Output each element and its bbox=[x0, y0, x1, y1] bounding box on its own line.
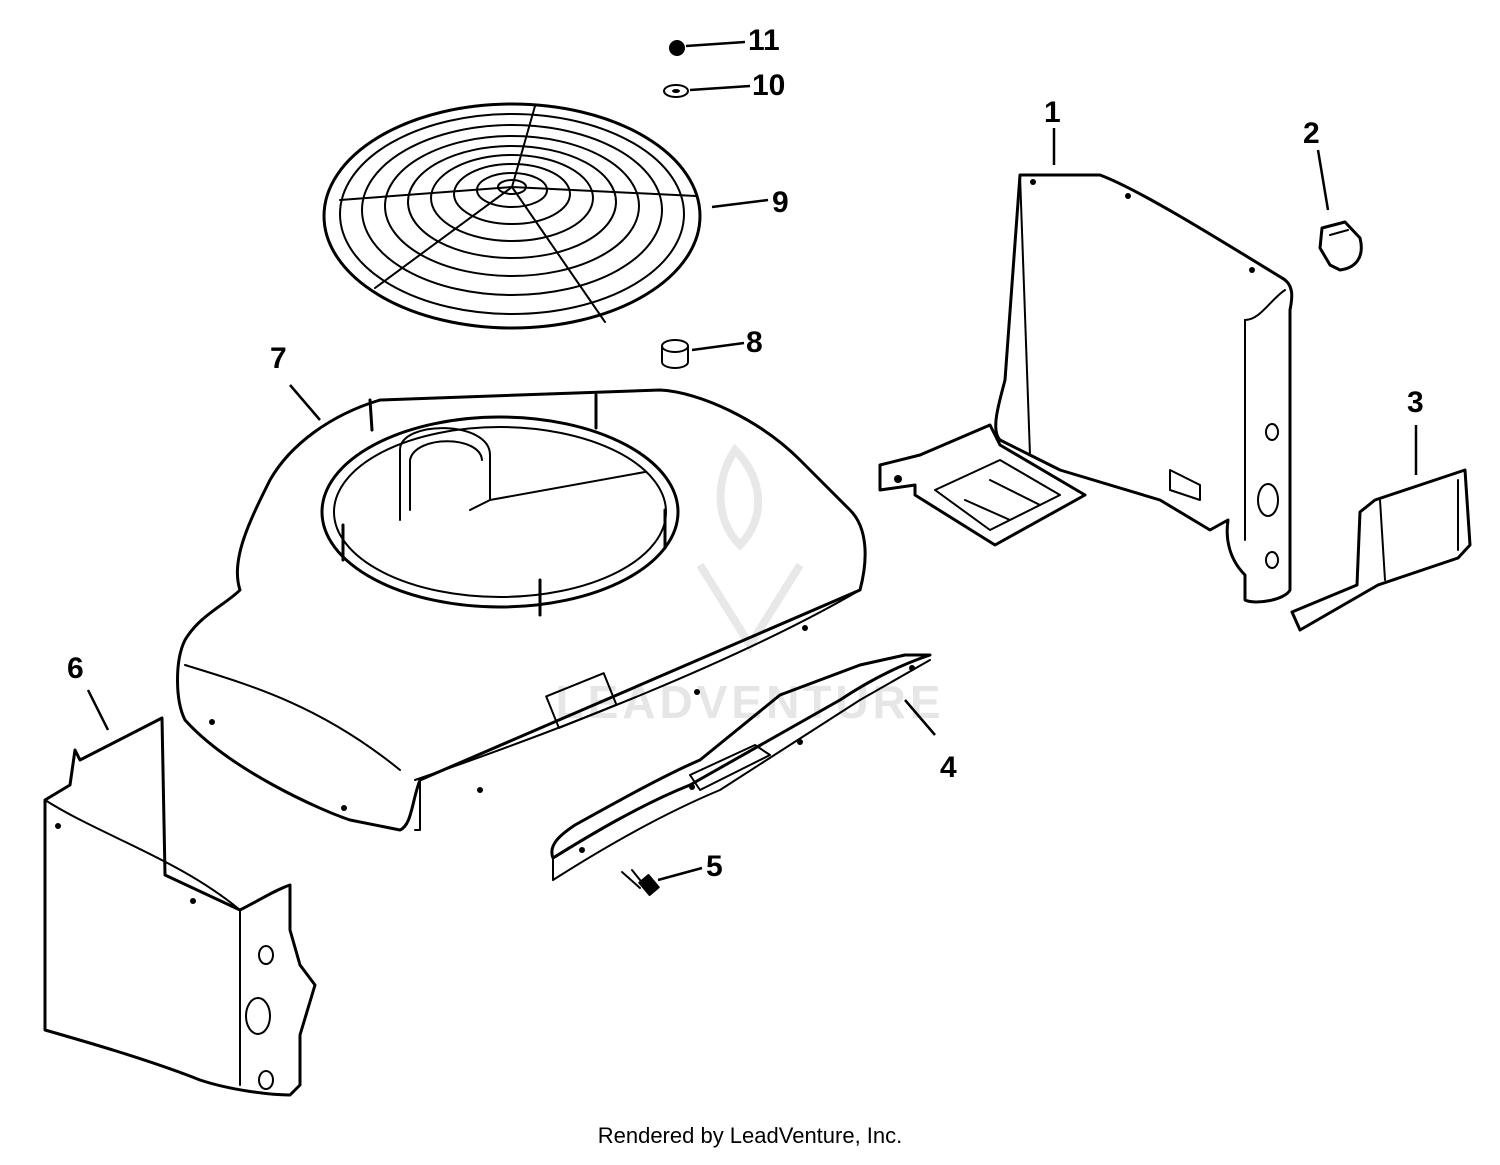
watermark-logo-icon bbox=[696, 443, 804, 653]
leader-9 bbox=[711, 198, 769, 209]
callout-1[interactable]: 1 bbox=[1044, 96, 1061, 129]
callout-3[interactable]: 3 bbox=[1407, 386, 1424, 419]
part-10-washer[interactable]: 10 bbox=[663, 69, 785, 102]
leader-7 bbox=[289, 384, 321, 421]
part-11-nut[interactable]: 11 bbox=[669, 24, 780, 57]
callout-9[interactable]: 9 bbox=[772, 186, 789, 219]
leader-6 bbox=[86, 689, 110, 731]
callout-5[interactable]: 5 bbox=[706, 850, 723, 883]
watermark: LEADVENTURE bbox=[555, 443, 941, 728]
callout-11[interactable]: 11 bbox=[748, 24, 780, 57]
leader-11 bbox=[685, 40, 746, 48]
part-7-blower-housing[interactable]: 7 bbox=[176, 342, 867, 832]
leader-2 bbox=[1316, 149, 1330, 211]
part-2-clip[interactable]: 2 bbox=[1303, 117, 1363, 272]
part-3-bracket[interactable]: 3 bbox=[1290, 386, 1472, 632]
leader-5 bbox=[657, 866, 703, 882]
part-9-grille[interactable]: 9 bbox=[322, 102, 789, 330]
part-4-baffle[interactable]: 4 bbox=[550, 653, 957, 881]
callout-10[interactable]: 10 bbox=[752, 69, 785, 102]
callout-6[interactable]: 6 bbox=[67, 652, 84, 685]
part-1-shroud[interactable]: 1 bbox=[878, 96, 1294, 604]
leader-10 bbox=[689, 84, 751, 92]
leader-4 bbox=[904, 699, 936, 736]
callout-7[interactable]: 7 bbox=[270, 342, 287, 375]
callout-2[interactable]: 2 bbox=[1303, 117, 1320, 150]
callout-8[interactable]: 8 bbox=[746, 326, 763, 359]
part-5-screw[interactable]: 5 bbox=[621, 850, 723, 896]
part-6-side-shroud[interactable]: 6 bbox=[43, 652, 317, 1097]
part-8-spacer[interactable]: 8 bbox=[661, 326, 763, 369]
footer-credit: Rendered by LeadVenture, Inc. bbox=[597, 1123, 903, 1148]
callout-4[interactable]: 4 bbox=[940, 751, 957, 784]
leader-8 bbox=[691, 341, 745, 352]
